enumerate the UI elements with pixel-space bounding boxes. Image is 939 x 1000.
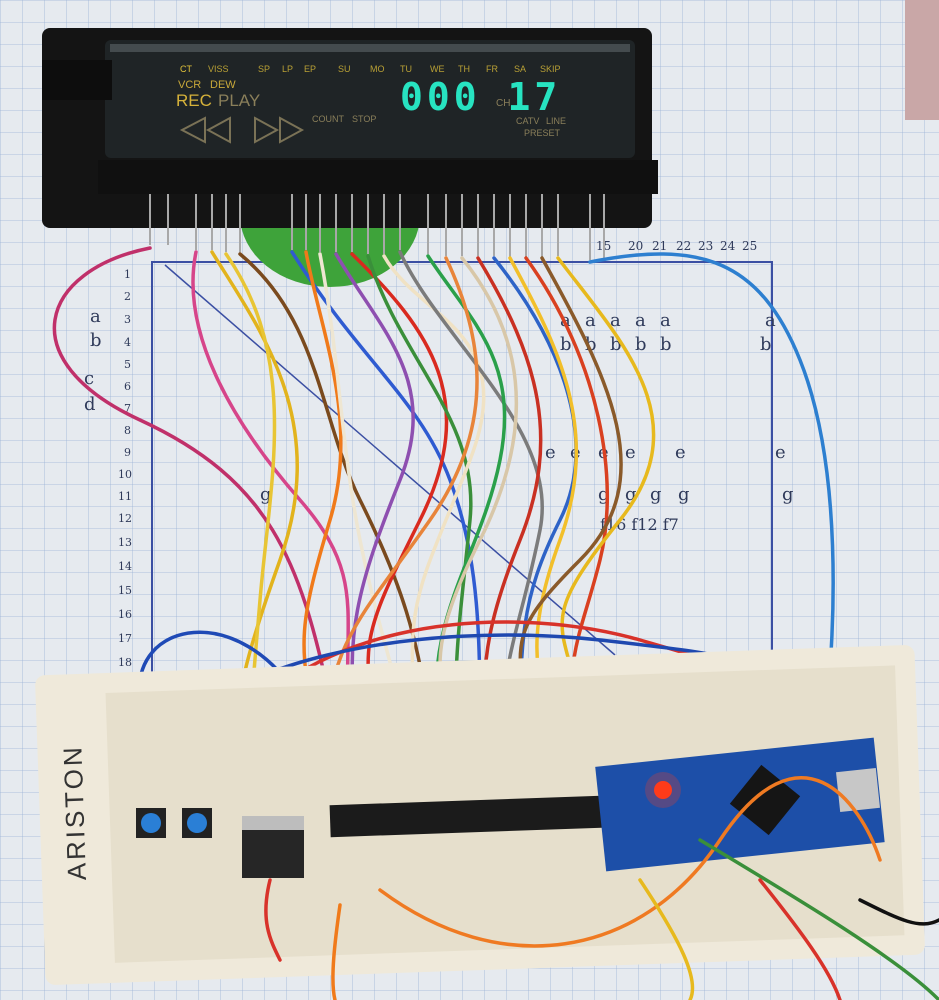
- vfd-left-tab: [42, 60, 112, 100]
- label-fr: FR: [486, 64, 498, 74]
- breadboard-brand: ARISTON: [57, 744, 92, 881]
- label-tu: TU: [400, 64, 412, 74]
- label-stop: STOP: [352, 114, 376, 124]
- vfd-display: CT VISS SP LP EP SU MO TU WE TH FR SA SK…: [42, 28, 658, 260]
- label-vcr: VCR: [178, 79, 201, 91]
- bottom-wires: [264, 776, 939, 1000]
- side-letter-b: b: [90, 330, 102, 351]
- vfd-glass-highlight: [110, 44, 630, 52]
- note-g-1: g: [260, 484, 272, 505]
- row-num-14: 14: [118, 560, 132, 573]
- label-count: COUNT: [312, 114, 344, 124]
- row-num-5: 5: [124, 358, 131, 371]
- row-num-7: 7: [124, 402, 131, 415]
- row-num-12: 12: [118, 512, 132, 525]
- table-edge: [905, 0, 939, 120]
- pin-21: 21: [652, 239, 667, 253]
- row-num-18: 18: [118, 656, 132, 669]
- pencil-diagonal: [164, 264, 616, 656]
- label-rec: REC: [176, 91, 212, 110]
- label-we: WE: [430, 64, 445, 74]
- vfd-arrows: [179, 116, 305, 144]
- row-num-10: 10: [118, 468, 132, 481]
- note-b-2: b: [585, 334, 597, 355]
- vfd-top-labels: CT VISS SP LP EP SU MO TU WE TH FR SA SK…: [180, 64, 561, 74]
- note-a-2: a: [585, 310, 596, 331]
- note-g-4: g: [650, 484, 662, 505]
- label-play: PLAY: [218, 91, 260, 110]
- note-g-3: g: [625, 484, 637, 505]
- row-num-13: 13: [118, 536, 132, 549]
- note-b-3: b: [610, 334, 622, 355]
- vfd-pins: [149, 194, 605, 260]
- note-a-4: a: [635, 310, 646, 331]
- ic-chip: [329, 794, 631, 838]
- regulator-tab: [242, 816, 304, 830]
- side-letter-a: a: [90, 306, 101, 327]
- label-preset: PRESET: [524, 128, 561, 138]
- row-num-3: 3: [124, 313, 131, 326]
- note-a-5: a: [660, 310, 671, 331]
- note-g-2: g: [598, 484, 610, 505]
- label-line: LINE: [546, 116, 566, 126]
- note-e-6: e: [775, 442, 786, 463]
- pin-24: 24: [720, 239, 736, 253]
- row-num-15: 15: [118, 584, 132, 597]
- note-b-1: b: [560, 334, 572, 355]
- vfd-digits: 000 17: [400, 75, 561, 119]
- label-lp: LP: [282, 64, 293, 74]
- side-letter-c: c: [84, 368, 94, 389]
- side-letter-d: d: [84, 394, 96, 415]
- vfd-glass: [105, 40, 635, 158]
- pin-22: 22: [676, 239, 691, 253]
- label-sa: SA: [514, 64, 526, 74]
- note-e-1: e: [545, 442, 556, 463]
- note-e-5: e: [675, 442, 686, 463]
- usb-connector: [836, 768, 880, 812]
- row-num-1: 1: [124, 268, 131, 281]
- status-led-glow: [645, 772, 681, 808]
- push-button-1-cap: [141, 813, 161, 833]
- note-b-5: b: [660, 334, 672, 355]
- label-th: TH: [458, 64, 470, 74]
- row-num-4: 4: [124, 336, 131, 349]
- label-ep: EP: [304, 64, 316, 74]
- label-catv: CATV: [516, 116, 539, 126]
- row-num-6: 6: [124, 380, 131, 393]
- row-num-17: 17: [118, 632, 132, 645]
- voltage-regulator: [242, 824, 304, 878]
- note-a-6: a: [765, 310, 776, 331]
- status-led: [654, 781, 672, 799]
- push-button-2-cap: [187, 813, 207, 833]
- label-su: SU: [338, 64, 351, 74]
- vfd-pin-header: [98, 160, 658, 194]
- pin-23: 23: [698, 239, 713, 253]
- note-g-6: g: [782, 484, 794, 505]
- note-a-3: a: [610, 310, 621, 331]
- note-g-5: g: [678, 484, 690, 505]
- pin-20: 20: [628, 239, 643, 253]
- label-dew: DEW: [210, 79, 236, 91]
- label-sp: SP: [258, 64, 270, 74]
- row-num-2: 2: [124, 290, 131, 303]
- note-e-4: e: [625, 442, 636, 463]
- note-b-6: b: [760, 334, 772, 355]
- label-mo: MO: [370, 64, 385, 74]
- note-b-4: b: [635, 334, 647, 355]
- row-num-8: 8: [124, 424, 131, 437]
- label-viss: VISS: [208, 64, 229, 74]
- pin-25: 25: [742, 239, 757, 253]
- label-skip: SKIP: [540, 64, 561, 74]
- row-num-9: 9: [124, 446, 131, 459]
- label-ch: CH: [496, 98, 510, 109]
- paper-notes: 15 20 21 22 23 24 25 1 2 3 4 5 6 7 8 9 1…: [84, 239, 794, 669]
- label-ct: CT: [180, 64, 192, 74]
- row-num-16: 16: [118, 608, 132, 621]
- row-num-11: 11: [118, 490, 132, 503]
